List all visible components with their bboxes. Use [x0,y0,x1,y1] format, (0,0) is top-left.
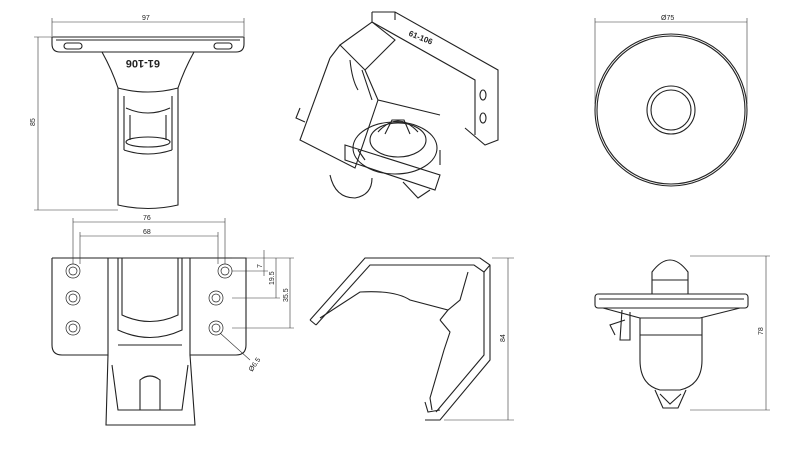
dim-c: 35.5 [283,288,290,302]
elevation-view: 78 [594,255,770,411]
round-top-view: Ø75 [594,15,748,187]
dim-b: 19.5 [269,271,276,285]
top-view: 61-106 97 85 [30,15,245,211]
top-height-dim: 85 [30,118,37,126]
inner-hole-spacing-dim: 68 [143,229,151,236]
side-height-dim: 84 [500,334,507,342]
outer-hole-spacing-dim: 76 [143,215,151,222]
elevation-height-dim: 78 [758,327,765,335]
front-view: 76 68 7 19.5 35.5 Ø6.5 [51,215,294,426]
hole-diameter-dim: Ø6.5 [248,357,262,374]
side-view: 84 [309,257,514,421]
dim-a: 7 [257,264,264,268]
top-view-part-number: 61-106 [126,57,160,69]
top-width-dim: 97 [142,15,150,22]
upper-isometric-view: 61-106 [295,11,499,199]
round-diameter-dim: Ø75 [661,15,674,22]
